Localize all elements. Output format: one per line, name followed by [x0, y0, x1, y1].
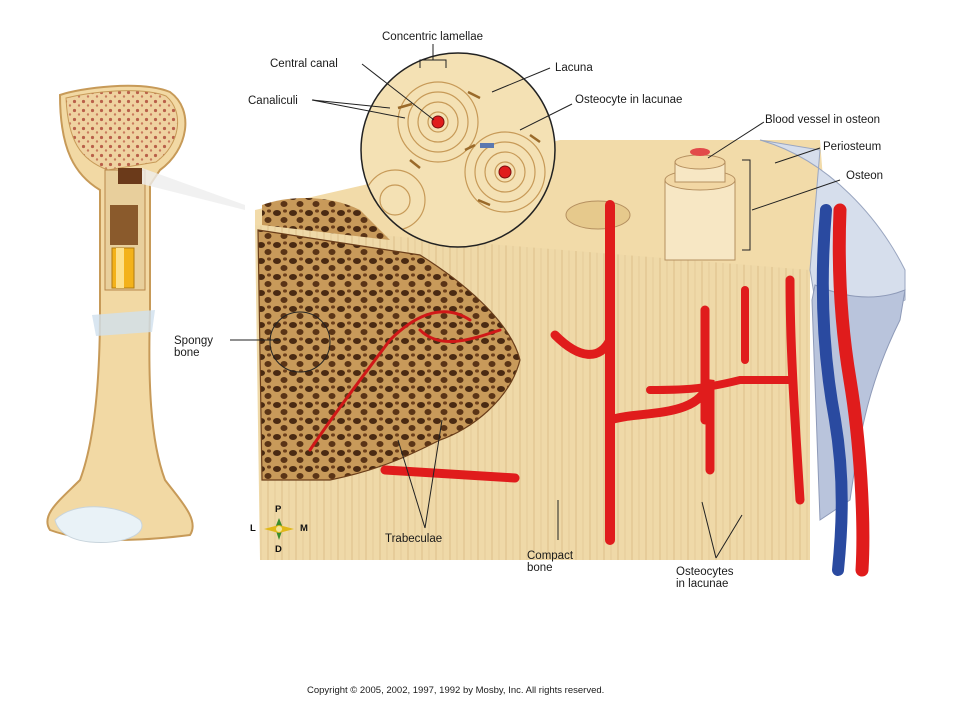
label-osteocytes-in-lacunae: Osteocytes in lacunae [676, 566, 734, 590]
compass-d: D [275, 544, 282, 555]
label-blood-vessel-in-osteon: Blood vessel in osteon [765, 114, 881, 126]
bone-block [255, 139, 906, 560]
compass-rose [264, 518, 294, 540]
compass-m: M [300, 523, 308, 534]
leader-lines [230, 44, 841, 559]
label-canaliculi: Canaliculi [248, 95, 298, 107]
blood-vessels [308, 200, 870, 577]
label-osteocyte-in-lacunae: Osteocyte in lacunae [575, 94, 683, 106]
label-trabeculae: Trabeculae [385, 533, 443, 545]
label-central-canal: Central canal [270, 58, 338, 70]
zoom-lens [360, 52, 556, 248]
label-osteon: Osteon [846, 170, 884, 182]
compass-p: P [275, 504, 282, 515]
label-compact-bone: Compact bone [527, 550, 574, 574]
label-concentric-lamellae: Concentric lamellae [382, 31, 483, 43]
label-lacuna: Lacuna [555, 62, 593, 74]
label-spongy-bone: Spongy bone [174, 335, 214, 359]
compass-l: L [250, 523, 256, 534]
label-periosteum: Periosteum [823, 141, 882, 153]
long-bone [46, 84, 245, 544]
copyright-notice: Copyright © 2005, 2002, 1997, 1992 by Mo… [307, 685, 605, 696]
osteon-cylinder [664, 148, 736, 261]
